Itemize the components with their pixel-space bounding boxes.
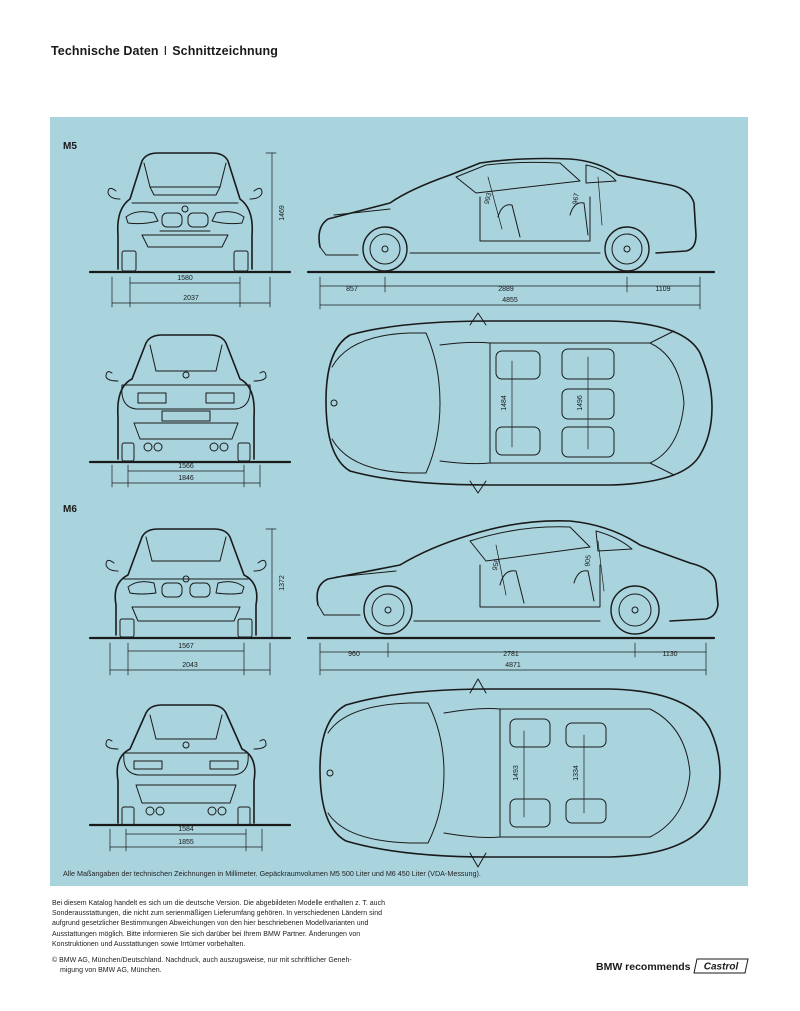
m6-rear-view	[88, 704, 292, 852]
m5-top-front-width: 1484	[501, 395, 508, 411]
m6-front-track: 1567	[178, 643, 194, 650]
m6-rear-track: 1584	[178, 826, 194, 833]
m5-front-track: 1580	[177, 275, 193, 282]
m6-height: 1372	[279, 575, 286, 591]
m5-side-view	[306, 157, 716, 310]
m6-front-overhang: 960	[348, 651, 360, 658]
m6-front-view	[88, 528, 292, 676]
page-header: Technische Daten I Schnittzeichnung	[51, 44, 278, 58]
m6-front-headroom: 956	[492, 558, 501, 571]
m5-rear-headroom: 967	[572, 192, 581, 205]
m6-top-front-width: 1493	[513, 765, 520, 781]
brand-tagline: BMW recommends	[596, 961, 691, 973]
m6-side-view	[306, 519, 719, 676]
m6-wheelbase: 2781	[503, 651, 519, 658]
header-separator: I	[163, 44, 168, 58]
castrol-logo-icon: Castrol	[693, 958, 749, 974]
m6-rear-headroom: 905	[584, 555, 592, 567]
copyright-line-2: migung von BMW AG, München.	[60, 967, 162, 975]
m5-front-view	[88, 152, 292, 308]
drawing-footnote: Alle Maßangaben der technischen Zeichnun…	[63, 869, 481, 878]
copyright-line-1: © BMW AG, München/Deutschland. Nachdruck…	[52, 957, 352, 964]
disclaimer-text: Bei diesem Katalog handelt es sich um di…	[52, 900, 385, 948]
header-section: Technische Daten	[51, 44, 159, 58]
m5-height: 1469	[279, 205, 286, 221]
m6-top-rear-width: 1334	[573, 765, 580, 781]
m5-rear-view	[88, 334, 292, 488]
m6-front-width: 2043	[182, 662, 198, 669]
copyright-text: © BMW AG, München/Deutschland. Nachdruck…	[52, 956, 397, 976]
m5-rear-width: 1846	[178, 475, 194, 482]
m5-front-overhang: 857	[346, 286, 358, 293]
dimension-labels: 1580 2037 1469 857 2889 1109 4855 993 96…	[177, 192, 677, 846]
m5-length: 4855	[502, 297, 518, 304]
model-label-m5: M5	[63, 141, 77, 152]
m6-rear-overhang: 1130	[662, 651, 677, 658]
m5-front-width: 2037	[183, 295, 199, 302]
m5-top-view	[325, 312, 713, 494]
m5-top-rear-width: 1496	[577, 395, 584, 411]
model-label-m6: M6	[63, 504, 77, 515]
m5-rear-track: 1566	[178, 463, 194, 470]
header-subsection: Schnittzeichnung	[172, 44, 278, 58]
blueprint-panel: 1580 2037 1469 857 2889 1109 4855 993 96…	[50, 117, 748, 886]
m6-rear-width: 1855	[178, 839, 194, 846]
blueprint-drawings: 1580 2037 1469 857 2889 1109 4855 993 96…	[88, 152, 721, 868]
m6-length: 4871	[505, 662, 521, 669]
m5-wheelbase: 2889	[498, 286, 514, 293]
m5-front-headroom: 993	[484, 192, 494, 205]
m6-top-view	[319, 678, 721, 868]
m5-rear-overhang: 1109	[655, 286, 670, 293]
castrol-logo-text: Castrol	[704, 962, 739, 973]
